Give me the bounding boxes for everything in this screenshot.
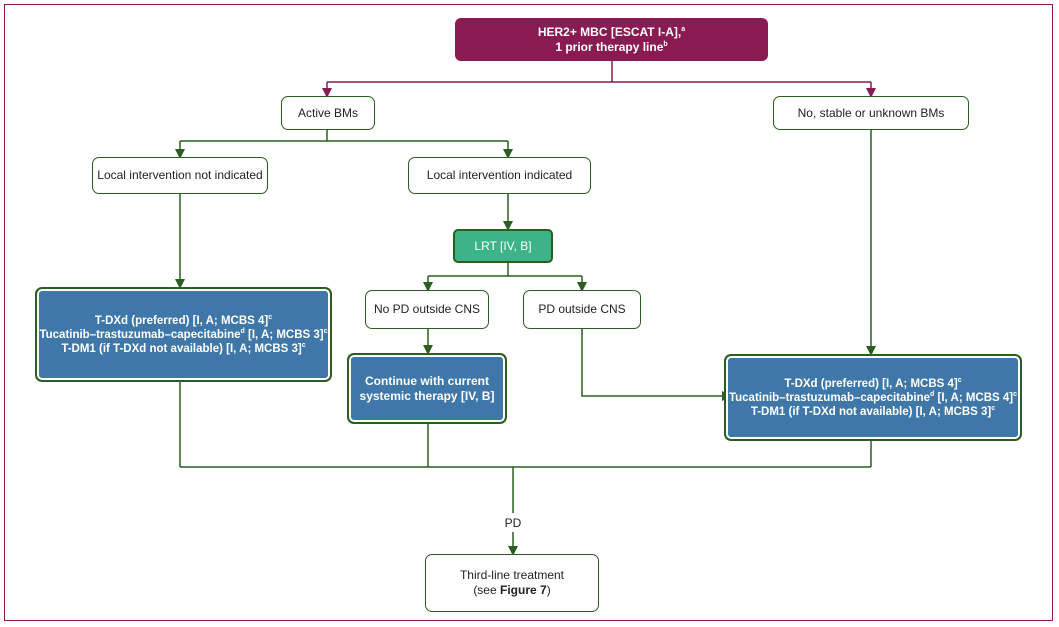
see-figure-reference: (see Figure 7): [473, 583, 551, 597]
pd-label: PD: [497, 516, 529, 530]
continue-line1: Continue with current: [365, 373, 489, 388]
connector: [581, 329, 732, 401]
treatment-left-line1: T-DXd (preferred) [I, A; MCBS 4]c: [94, 313, 273, 327]
active-bms-label: Active BMs: [297, 105, 358, 120]
third-line-treatment-box: Third-line treatment (see Figure 7): [425, 554, 599, 612]
her2-mbc-line1: HER2+ MBC [ESCAT I-A],a: [537, 24, 686, 39]
treatment-right-line1: T-DXd (preferred) [I, A; MCBS 4]c: [784, 376, 962, 390]
no-pd-outside-label: No PD outside CNS: [373, 302, 481, 316]
figure-7-link[interactable]: Figure 7: [500, 583, 547, 597]
third-line-label: Third-line treatment: [459, 568, 565, 582]
treatment-right-line2: Tucatinib–trastuzumab–capecitabined [I, …: [728, 390, 1018, 404]
local-not-indicated-label: Local intervention not indicated: [97, 168, 263, 182]
treatment-options-left-box: T-DXd (preferred) [I, A; MCBS 4]c Tucati…: [35, 287, 332, 382]
lrt-label: LRT [IV, B]: [474, 238, 532, 253]
figure-frame: [4, 4, 1053, 621]
local-intervention-indicated-box: Local intervention indicated: [408, 157, 591, 194]
treatment-left-line2: Tucatinib–trastuzumab–capecitabined [I, …: [39, 327, 328, 341]
pd-outside-cns-box: PD outside CNS: [523, 290, 641, 329]
local-indicated-label: Local intervention indicated: [426, 168, 573, 182]
local-intervention-not-indicated-box: Local intervention not indicated: [92, 157, 268, 194]
lrt-box: LRT [IV, B]: [453, 229, 553, 263]
no-stable-unknown-bms-box: No, stable or unknown BMs: [773, 96, 969, 130]
continue-line2: systemic therapy [IV, B]: [359, 388, 495, 403]
treatment-options-right-box: T-DXd (preferred) [I, A; MCBS 4]c Tucati…: [724, 354, 1022, 441]
no-pd-outside-cns-box: No PD outside CNS: [365, 290, 489, 329]
active-bms-box: Active BMs: [281, 96, 375, 130]
treatment-left-line3: T-DM1 (if T-DXd not available) [I, A; MC…: [61, 341, 306, 355]
no-bms-label: No, stable or unknown BMs: [797, 105, 945, 120]
her2-mbc-box: HER2+ MBC [ESCAT I-A],a 1 prior therapy …: [455, 18, 768, 61]
continue-current-therapy-box: Continue with current systemic therapy […: [347, 353, 507, 424]
pd-outside-label: PD outside CNS: [538, 302, 626, 316]
treatment-right-line3: T-DM1 (if T-DXd not available) [I, A; MC…: [750, 404, 996, 418]
her2-mbc-line2: 1 prior therapy lineb: [555, 39, 668, 54]
